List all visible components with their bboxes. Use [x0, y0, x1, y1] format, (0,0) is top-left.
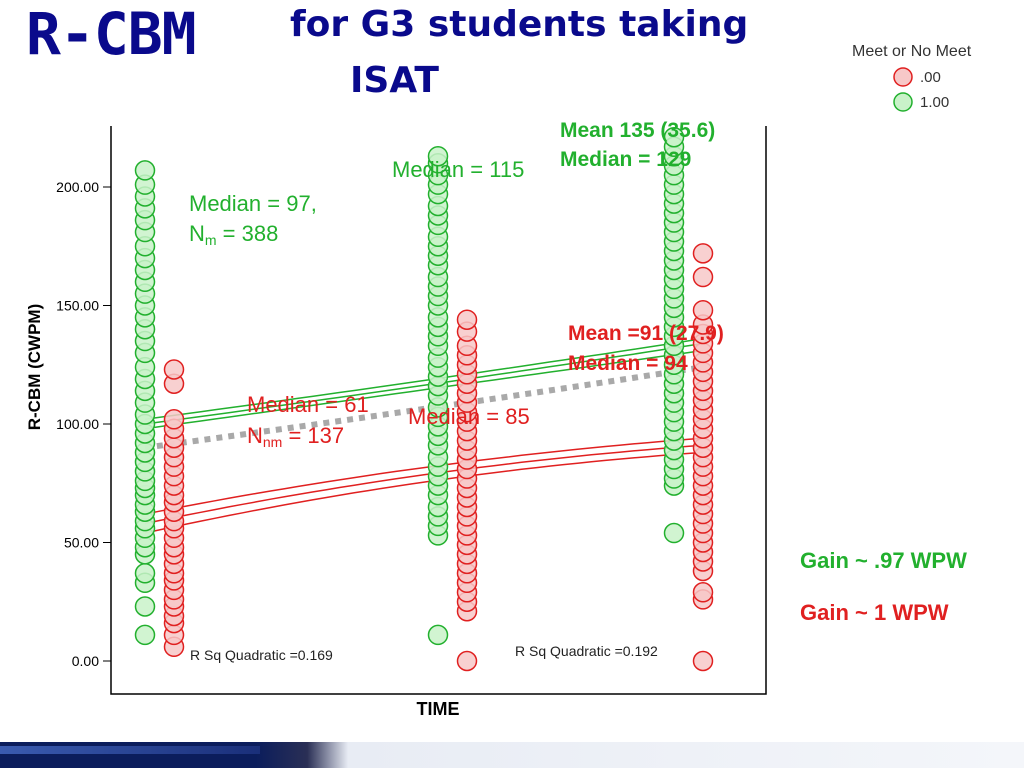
y-tick-label: 200.00: [56, 179, 99, 195]
y-tick-label: 100.00: [56, 416, 99, 432]
trend-line-dotted: [144, 364, 704, 451]
point-meet: [134, 563, 156, 584]
annotation-n-nomeet: Nnm = 137: [247, 423, 344, 450]
point-nomeet: [692, 266, 714, 288]
legend-marker-meet: [893, 92, 913, 112]
annotation-median-green: Median = 129: [560, 148, 691, 171]
point-nomeet: [692, 650, 714, 672]
y-tick-label: 50.00: [64, 535, 99, 551]
point-nomeet: [692, 582, 714, 603]
fit-lines: [144, 337, 704, 534]
fit-line-meet: [144, 337, 704, 421]
scatter-chart: 0.00 50.00 100.00 150.00 200.00 R-CBM (CWPM)…: [25, 32, 1014, 719]
point-nomeet: [456, 309, 478, 330]
footer-bar: [0, 742, 1024, 768]
annotation-mean-green: Mean 135 (35.6): [560, 119, 715, 142]
fit-line-nomeet: [144, 444, 704, 525]
legend-label-meet: 1.00: [920, 94, 949, 111]
annotation-median-61: Median = 61: [247, 392, 369, 417]
fit-line-nomeet: [144, 437, 704, 515]
legend: Meet or No Meet .00 1.00: [836, 32, 1014, 118]
footer-accent: [0, 746, 260, 754]
gain-red: Gain ~ 1 WPW: [800, 600, 949, 625]
legend-label-nomeet: .00: [920, 69, 941, 86]
annotations: Median = 97, Nm = 388 Median = 61 Nnm = …: [189, 119, 724, 663]
point-meet: [134, 624, 156, 646]
point-meet: [134, 596, 156, 617]
point-nomeet: [163, 409, 185, 430]
point-meet: [663, 126, 685, 148]
slide-title: R-CBM: [26, 0, 197, 68]
annotation-median-97: Median = 97,: [189, 191, 317, 216]
point-nomeet: [692, 299, 714, 321]
annotation-n-meet: Nm = 388: [189, 221, 278, 248]
point-nomeet: [692, 243, 714, 264]
point-nomeet: [163, 359, 185, 380]
point-meet: [663, 522, 685, 544]
point-meet: [134, 160, 156, 181]
annotation-median-red: Median = 94: [568, 352, 688, 375]
annotation-rsq-1: R Sq Quadratic =0.169: [190, 647, 333, 663]
y-tick-label: 0.00: [72, 653, 99, 669]
plot-border: [110, 126, 767, 695]
x-axis-label: TIME: [417, 699, 460, 719]
slide-subtitle-line1: for G3 students taking: [290, 4, 749, 45]
fit-line-meet: [144, 342, 704, 425]
y-tick-label: 150.00: [56, 298, 99, 314]
chart-frame: [110, 126, 767, 695]
annotation-rsq-2: R Sq Quadratic =0.192: [515, 643, 658, 659]
slide-subtitle-line2: ISAT: [350, 60, 439, 101]
legend-title: Meet or No Meet: [852, 43, 972, 60]
gain-green: Gain ~ .97 WPW: [800, 548, 967, 573]
point-nomeet: [456, 650, 478, 672]
point-meet: [427, 145, 449, 167]
annotation-median-115: Median = 115: [392, 157, 524, 182]
y-axis-label: R-CBM (CWPM): [25, 304, 44, 431]
annotation-mean-red: Mean =91 (27.9): [568, 322, 724, 345]
point-meet: [427, 624, 449, 646]
fit-line-nomeet: [144, 451, 704, 534]
annotation-median-85: Median = 85: [408, 404, 530, 429]
y-axis: 0.00 50.00 100.00 150.00 200.00: [56, 179, 111, 669]
data-points: [134, 126, 714, 672]
legend-marker-nomeet: [893, 67, 913, 87]
fit-line-meet: [144, 349, 704, 430]
